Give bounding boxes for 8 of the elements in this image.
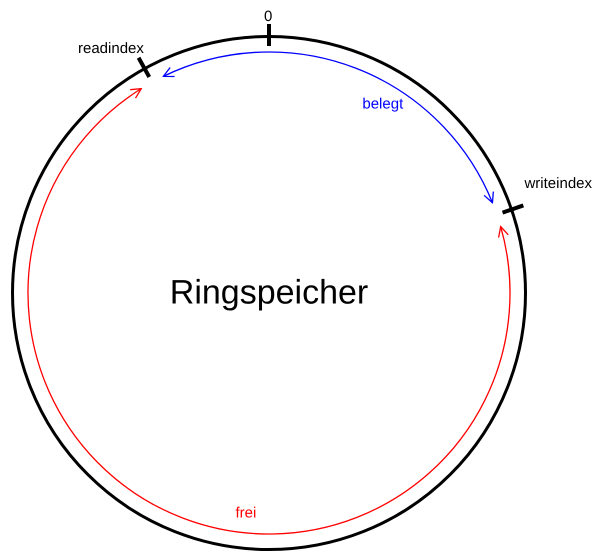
title-text: Ringspeicher — [170, 274, 368, 312]
index-label: writeindex — [524, 175, 592, 192]
arc-arrow — [28, 88, 510, 534]
index-label: readindex — [78, 40, 144, 57]
edge-label: belegt — [362, 95, 404, 112]
arc-arrow — [162, 52, 494, 204]
position-label: 0 — [264, 8, 272, 25]
edge-label: frei — [235, 504, 256, 522]
